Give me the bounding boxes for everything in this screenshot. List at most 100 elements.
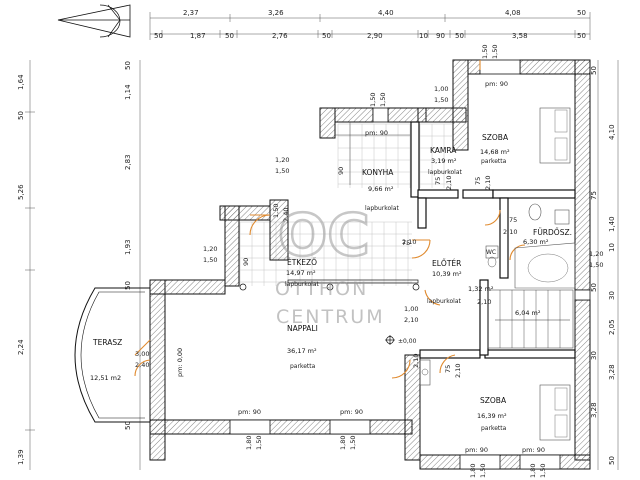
kamra-door-rot-1: 75 bbox=[434, 177, 442, 185]
level-marker-icon bbox=[385, 335, 395, 345]
lepcso-area: 6,04 m² bbox=[515, 309, 541, 317]
konyha-opening-1: 1,20 bbox=[275, 156, 289, 164]
terasz-door-label-2: 2,40 bbox=[135, 361, 149, 369]
nappali-window-rot-4: 1,50 bbox=[349, 436, 357, 450]
left-dimension-lines bbox=[25, 60, 141, 470]
szoba2-area: 16,39 m² bbox=[477, 412, 507, 420]
left-dim-3: 50 bbox=[124, 61, 132, 70]
etkezo-door-rot-1: 1,50 bbox=[272, 204, 280, 218]
top-dim-r2-6: 2,90 bbox=[367, 32, 383, 40]
terasz-door-label-1: 3,00 bbox=[135, 350, 149, 358]
left-dim-11: 50 bbox=[17, 111, 25, 120]
kamra-door-rot: 90 bbox=[337, 167, 345, 175]
bed-1 bbox=[539, 107, 571, 164]
right-dimension-lines bbox=[597, 60, 619, 470]
terasz-area: 12,51 m2 bbox=[90, 374, 121, 382]
fireplace-icon bbox=[419, 359, 431, 386]
top-dim-2: 3,26 bbox=[268, 9, 284, 17]
furdo-name: FÜRDŐSZ. bbox=[533, 228, 572, 237]
szoba2-window-rot-4: 1,50 bbox=[539, 464, 547, 478]
furdo-area: 6,30 m² bbox=[523, 238, 549, 246]
top-dim-1: 2,37 bbox=[183, 9, 199, 17]
etkezo-window-rot: 90 bbox=[242, 258, 250, 266]
left-dim-4: 2,83 bbox=[124, 154, 132, 170]
szoba2-window-rot-1: 1,80 bbox=[469, 464, 477, 478]
left-dim-10: 1,39 bbox=[17, 449, 25, 465]
szoba1-floor: parketta bbox=[481, 158, 507, 165]
right-dim-9: 30 bbox=[590, 351, 598, 360]
top-dimension-lines bbox=[149, 12, 591, 40]
szoba2-door-rot-2: 2,10 bbox=[454, 364, 462, 378]
eloter-door-label-2: 2,10 bbox=[402, 238, 416, 246]
nappali-window-rot-2: 1,50 bbox=[255, 436, 263, 450]
szoba2-window-rot-2: 1,50 bbox=[479, 464, 487, 478]
szoba1-opening-1: 1,00 bbox=[434, 85, 448, 93]
left-dim-6: 1,93 bbox=[124, 239, 132, 255]
furdo-door-label-1: 75 bbox=[509, 216, 517, 224]
right-dim-4: 1,40 bbox=[608, 216, 616, 232]
etkezo-area: 14,97 m² bbox=[286, 269, 316, 277]
nappali-door-rot: 2,10 bbox=[412, 354, 420, 368]
top-dim-r2-8: 90 bbox=[436, 32, 445, 40]
etkezo-door-label-2: 1,50 bbox=[203, 256, 217, 264]
nappali-name: NAPPALI bbox=[287, 324, 318, 333]
etkezo-name: ÉTKEZŐ bbox=[287, 258, 317, 267]
szoba2-door-rot-1: 75 bbox=[444, 365, 452, 373]
terasz-pm-label: pm: 0,00 bbox=[176, 348, 184, 377]
konyha-floor: lapburkolat bbox=[365, 205, 400, 212]
eloter-door-label-1: 75 bbox=[402, 239, 410, 247]
szoba2-name: SZOBA bbox=[480, 396, 507, 405]
right-dim-8: 2,05 bbox=[608, 319, 616, 335]
wc-name: WC bbox=[486, 249, 496, 256]
eloter-floor: lapburkolat bbox=[427, 298, 462, 305]
watermark-line1: OTTHON bbox=[275, 278, 368, 300]
terrace bbox=[74, 287, 150, 423]
right-dim-11: 3,28 bbox=[590, 402, 598, 418]
szoba2-floor: parketta bbox=[481, 425, 507, 432]
eloter-area: 10,39 m² bbox=[432, 270, 462, 278]
szoba1-opening-2: 1,50 bbox=[434, 96, 448, 104]
top-dim-r2-9: 50 bbox=[455, 32, 464, 40]
top-dim-r2-3: 50 bbox=[225, 32, 234, 40]
left-dim-7: 50 bbox=[124, 281, 132, 290]
top-dim-r2-10: 3,58 bbox=[512, 32, 528, 40]
furdo-window-label-1: 1,20 bbox=[589, 250, 603, 258]
kitchen-counter bbox=[335, 122, 410, 185]
furdo-door-label-2: 2,10 bbox=[503, 228, 517, 236]
nappali-floor: parketta bbox=[290, 363, 316, 370]
top-dim-r2-7: 10 bbox=[419, 32, 428, 40]
right-dim-6: 50 bbox=[590, 283, 598, 292]
etkezo-door-rot-2: 2,40 bbox=[282, 208, 290, 222]
szoba2-window-label-2: pm: 90 bbox=[522, 446, 545, 454]
entry-door-label-1: 1,00 bbox=[404, 305, 418, 313]
tile-grid-kamra bbox=[419, 123, 452, 188]
konyha-window-label: pm: 90 bbox=[365, 129, 388, 137]
top-dim-r2-1: 50 bbox=[154, 32, 163, 40]
nappali-window-rot-3: 1,80 bbox=[339, 436, 347, 450]
columns bbox=[239, 283, 420, 291]
konyha-area: 9,66 m² bbox=[368, 185, 394, 193]
right-dim-10: 3,28 bbox=[608, 364, 616, 380]
bed-2 bbox=[539, 384, 571, 441]
right-dim-2: 4,10 bbox=[608, 124, 616, 140]
kamra-floor: lapburkolat bbox=[428, 169, 463, 176]
entry-door-label-2: 2,10 bbox=[404, 316, 418, 324]
szoba1-window-label: pm: 90 bbox=[485, 80, 508, 88]
top-dim-r2-2: 1,87 bbox=[190, 32, 206, 40]
tile-grid-etkezo bbox=[239, 221, 412, 286]
kamra-area: 3,19 m² bbox=[431, 157, 457, 165]
left-dim-5: 5,26 bbox=[17, 184, 25, 200]
szoba1-door-rot-2: 2,10 bbox=[484, 176, 492, 190]
konyha-window-rot-1: 1,50 bbox=[379, 93, 387, 107]
left-dim-9: 50 bbox=[124, 421, 132, 430]
szoba1-door-rot-1: 75 bbox=[474, 177, 482, 185]
watermark-line2: CENTRUM bbox=[276, 306, 385, 328]
level-marker-label: ±0,00 bbox=[398, 338, 417, 345]
nappali-window-label-1: pm: 90 bbox=[238, 408, 261, 416]
right-dim-7: 30 bbox=[608, 291, 616, 300]
furdo-window-label-2: 1,50 bbox=[589, 261, 603, 269]
nappali-window-label-2: pm: 90 bbox=[340, 408, 363, 416]
wc-area: 1,32 m² bbox=[468, 285, 494, 293]
